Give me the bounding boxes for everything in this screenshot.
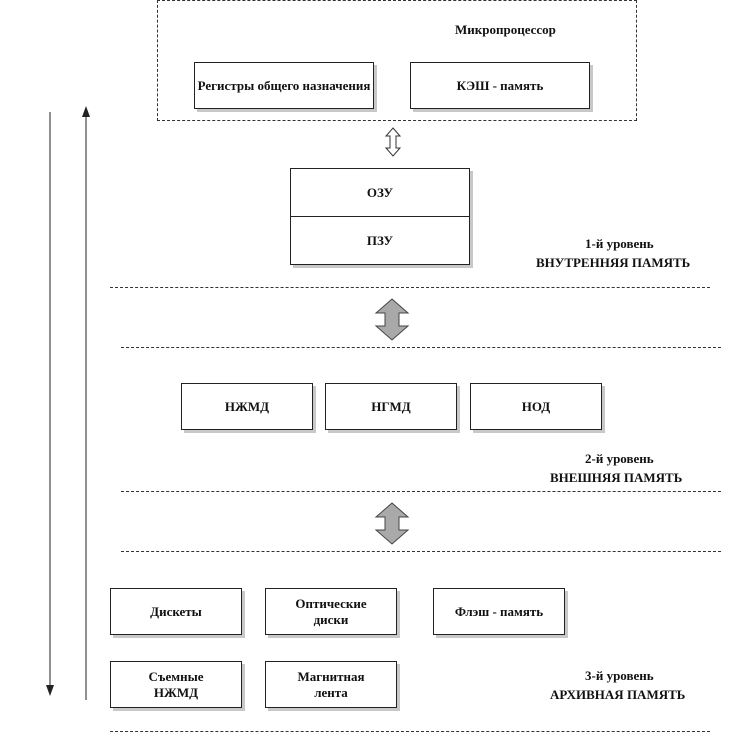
divider-line (121, 491, 721, 492)
divider-line (110, 731, 710, 732)
level1-number: 1-й уровень (585, 236, 654, 251)
level2-number: 2-й уровень (585, 451, 654, 466)
divider-line (121, 347, 721, 348)
level1-name: ВНУТРЕННЯЯ ПАМЯТЬ (536, 255, 691, 270)
optical-box: Оптические диски (265, 588, 397, 635)
diskety-box: Дискеты (110, 588, 242, 635)
divider-line (110, 287, 710, 288)
ngmd-label: НГМД (371, 398, 411, 414)
nod-label: НОД (521, 398, 551, 414)
level2-name: ВНЕШНЯЯ ПАМЯТЬ (550, 470, 683, 485)
level3-number: 3-й уровень (585, 668, 654, 683)
level3-name: АРХИВНАЯ ПАМЯТЬ (550, 687, 686, 702)
microprocessor-group (157, 0, 637, 121)
pzu-label: ПЗУ (366, 233, 394, 248)
tape-box: Магнитная лента (265, 661, 397, 708)
registers-label: Регистры общего назначения (197, 77, 371, 93)
flash-label: Флэш - память (454, 603, 544, 619)
diskety-label: Дискеты (150, 603, 202, 619)
removable-label: Съемные НЖМД (148, 668, 204, 700)
double-arrow-icon (374, 502, 410, 545)
cache-label: КЭШ - память (456, 77, 544, 93)
double-arrow-icon (384, 127, 402, 157)
registers-box: Регистры общего назначения (194, 62, 374, 109)
double-arrow-icon (374, 298, 410, 341)
divider-line (121, 551, 721, 552)
ngmd-box: НГМД (325, 383, 457, 430)
optical-label: Оптические диски (295, 595, 367, 627)
down-arrow-icon (46, 112, 54, 696)
nzhmd-box: НЖМД (181, 383, 313, 430)
cache-box: КЭШ - память (410, 62, 590, 109)
removable-box: Съемные НЖМД (110, 661, 242, 708)
tape-label: Магнитная лента (297, 668, 365, 700)
nzhmd-label: НЖМД (224, 398, 270, 414)
flash-box: Флэш - память (433, 588, 565, 635)
pzu-cell: ПЗУ (291, 217, 469, 265)
ozu-label: ОЗУ (366, 184, 394, 200)
nod-box: НОД (470, 383, 602, 430)
ozu-cell: ОЗУ (291, 169, 469, 217)
up-arrow-icon (82, 106, 90, 700)
microprocessor-title: Микропроцессор (455, 22, 556, 37)
ozu-pzu-box: ОЗУ ПЗУ (290, 168, 470, 265)
